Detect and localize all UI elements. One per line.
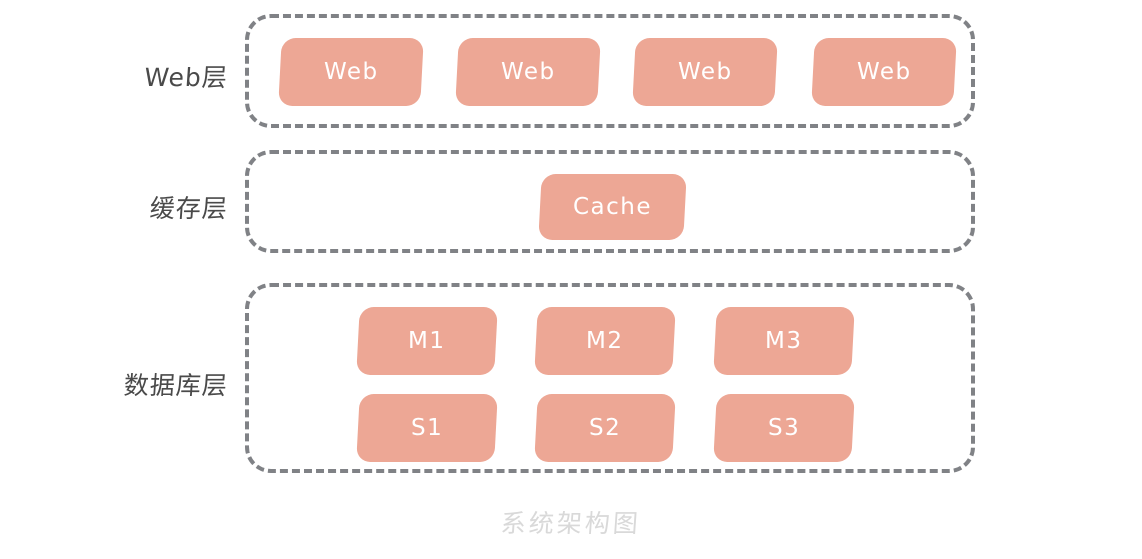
node-label: M1	[408, 328, 446, 354]
node-slave-3[interactable]: S3	[713, 394, 855, 462]
tier-container-database	[245, 283, 975, 473]
node-label: Web	[323, 59, 379, 85]
node-slave-2[interactable]: S2	[534, 394, 676, 462]
node-label: M3	[765, 328, 803, 354]
node-master-1[interactable]: M1	[356, 307, 498, 375]
tier-container-cache	[245, 150, 975, 253]
node-label: Web	[500, 59, 556, 85]
node-label: M2	[586, 328, 624, 354]
node-label: Web	[856, 59, 912, 85]
tier-label-cache: 缓存层	[148, 194, 229, 223]
node-web-1[interactable]: Web	[278, 38, 424, 106]
node-slave-1[interactable]: S1	[356, 394, 498, 462]
node-label: S1	[410, 415, 444, 441]
tier-label-database: 数据库层	[122, 371, 229, 400]
node-master-3[interactable]: M3	[713, 307, 855, 375]
node-label: S3	[767, 415, 801, 441]
node-master-2[interactable]: M2	[534, 307, 676, 375]
node-web-4[interactable]: Web	[811, 38, 957, 106]
node-label: S2	[588, 415, 622, 441]
node-label: Cache	[572, 194, 653, 220]
node-web-3[interactable]: Web	[632, 38, 778, 106]
tier-label-web: Web层	[143, 63, 229, 92]
diagram-caption: 系统架构图	[499, 509, 642, 538]
node-cache[interactable]: Cache	[538, 174, 687, 240]
node-web-2[interactable]: Web	[455, 38, 601, 106]
tier-container-web	[245, 14, 975, 128]
node-label: Web	[677, 59, 733, 85]
